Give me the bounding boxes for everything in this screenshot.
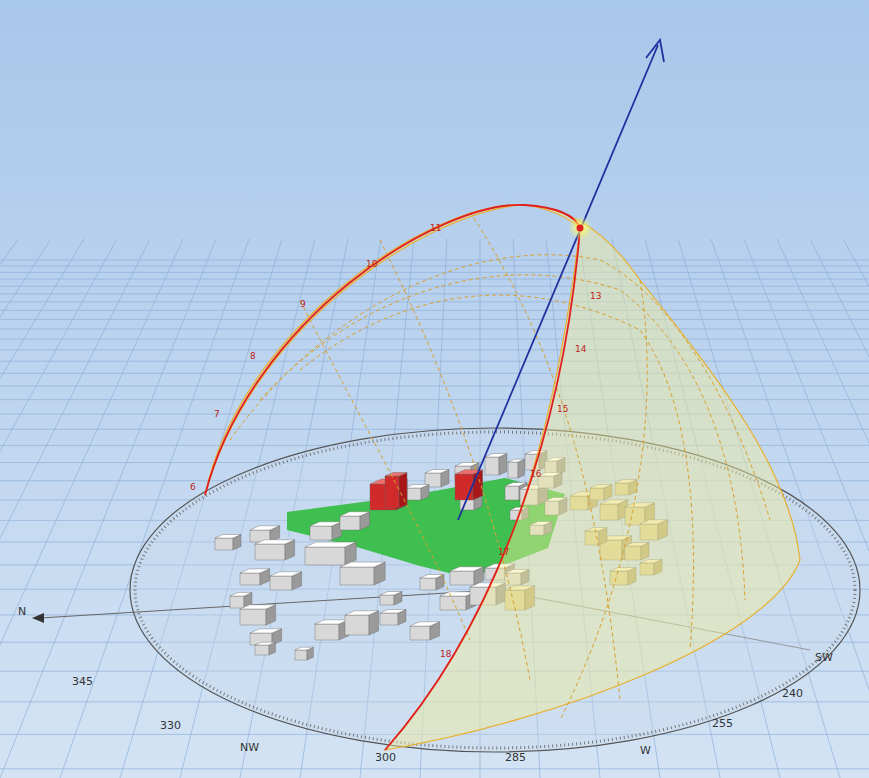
building	[380, 610, 406, 626]
grid-line	[0, 386, 869, 387]
hour-label: 7	[214, 410, 220, 419]
building	[340, 562, 385, 585]
compass-label: 345	[72, 676, 93, 687]
hour-label: 6	[190, 483, 196, 492]
building	[345, 611, 379, 635]
sun-position	[577, 225, 584, 232]
compass-label: NW	[240, 742, 259, 753]
building	[240, 605, 276, 625]
sun-path-arc	[205, 205, 580, 750]
hour-label: 13	[590, 292, 601, 301]
grid-line	[0, 272, 869, 273]
building	[410, 622, 440, 640]
building	[450, 567, 484, 585]
grid-line	[0, 349, 869, 350]
compass-label: SW	[815, 652, 833, 663]
grid-line	[0, 328, 869, 329]
hour-label: 8	[250, 352, 256, 361]
building	[405, 485, 429, 501]
building	[315, 620, 349, 640]
grid-line	[0, 239, 51, 778]
grid-line	[810, 239, 869, 778]
compass-label: 300	[375, 752, 396, 763]
compass-label: 285	[505, 752, 526, 763]
grid-line	[0, 286, 869, 287]
sun-glow	[568, 216, 592, 240]
building	[485, 454, 507, 476]
grid-line	[0, 266, 869, 267]
grid-line	[0, 239, 183, 778]
building	[270, 572, 302, 590]
hour-label: 10	[366, 260, 377, 269]
grid-line	[0, 301, 869, 302]
building	[250, 526, 280, 542]
building	[305, 542, 356, 565]
grid-line	[0, 339, 869, 340]
building	[255, 540, 295, 560]
building	[255, 642, 275, 655]
compass-label: 240	[782, 688, 803, 699]
grid-line	[0, 399, 869, 400]
grid-line	[0, 361, 869, 362]
sun-vector-head	[646, 40, 664, 62]
grid-line	[0, 310, 869, 311]
hour-label: 16	[530, 470, 541, 479]
building	[508, 459, 524, 478]
grid-line	[0, 293, 869, 294]
grid-line	[0, 768, 869, 769]
hour-label: 9	[300, 300, 306, 309]
grid-line	[0, 239, 117, 778]
building	[310, 522, 342, 540]
grid-line	[0, 239, 84, 778]
hour-label: 18	[440, 650, 451, 659]
compass-label: 255	[712, 718, 733, 729]
grid-line	[0, 373, 869, 374]
sun-vector	[458, 45, 658, 520]
grid-line	[0, 239, 150, 778]
hour-label: 14	[575, 345, 586, 354]
compass-label: 330	[160, 720, 181, 731]
hour-label: 11	[430, 224, 441, 233]
building	[240, 569, 270, 585]
grid-line	[843, 239, 869, 778]
compass-label: N	[18, 606, 26, 617]
building	[385, 473, 407, 509]
hour-label: 15	[557, 405, 568, 414]
grid-line	[0, 279, 869, 280]
compass-label: W	[640, 745, 651, 756]
building	[250, 629, 282, 645]
north-arrow	[32, 613, 44, 623]
building	[420, 575, 444, 591]
grid-line	[0, 319, 869, 320]
sun-dome	[205, 205, 800, 750]
hour-label: 17	[498, 548, 509, 557]
building	[215, 535, 241, 551]
building	[380, 592, 402, 606]
building	[340, 512, 370, 530]
grid-line	[0, 260, 869, 261]
building	[295, 647, 313, 660]
sun-path-curves	[230, 212, 770, 720]
